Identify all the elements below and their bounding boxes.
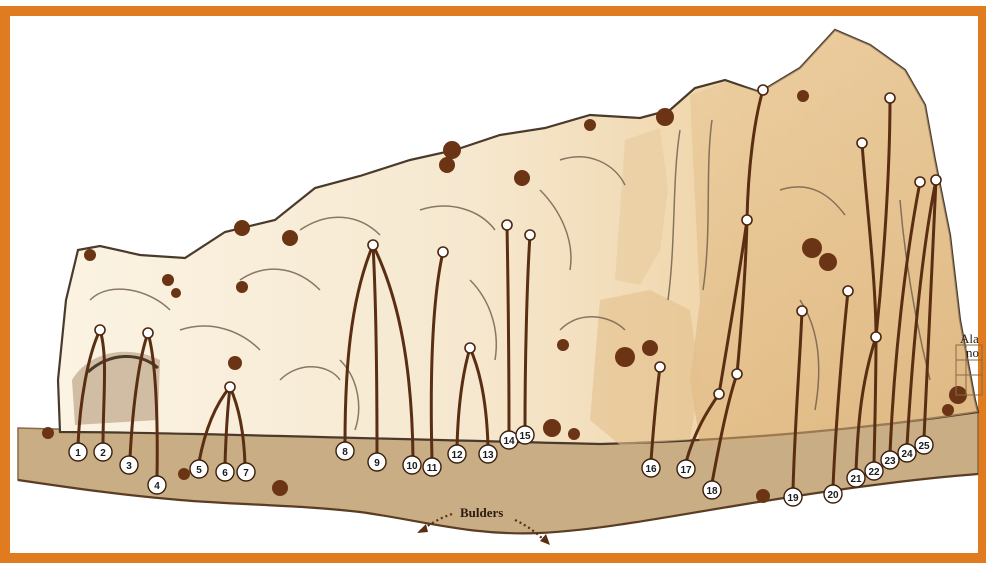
arrow-left-head	[417, 524, 428, 533]
edge-label-line1: Ala	[960, 331, 979, 346]
route-start-14: 14	[500, 431, 518, 449]
anchor-17-mid	[714, 389, 724, 399]
anchor-16	[655, 362, 665, 372]
svg-text:18: 18	[706, 486, 718, 497]
route-start-20: 20	[824, 485, 842, 503]
anchor-8-10	[368, 240, 378, 250]
anchor-3-4	[143, 328, 153, 338]
svg-text:19: 19	[787, 493, 799, 504]
svg-text:20: 20	[827, 490, 839, 501]
anchor-20	[843, 286, 853, 296]
anchor-24-25	[931, 175, 941, 185]
route-start-9: 9	[368, 453, 386, 471]
anchor-12-13	[465, 343, 475, 353]
route-start-24: 24	[898, 444, 916, 462]
svg-text:22: 22	[868, 467, 880, 478]
svg-text:15: 15	[519, 431, 531, 442]
svg-text:13: 13	[482, 450, 494, 461]
anchor-11	[438, 247, 448, 257]
route-start-10: 10	[403, 456, 421, 474]
route-start-16: 16	[642, 459, 660, 477]
anchor-23	[915, 177, 925, 187]
anchor-1-2	[95, 325, 105, 335]
svg-text:21: 21	[850, 474, 862, 485]
route-start-7: 7	[237, 463, 255, 481]
route-start-13: 13	[479, 445, 497, 463]
anchor-19	[797, 306, 807, 316]
svg-text:16: 16	[645, 464, 657, 475]
route-start-15: 15	[516, 426, 534, 444]
route-start-12: 12	[448, 445, 466, 463]
svg-text:2: 2	[100, 448, 106, 459]
svg-text:1: 1	[75, 448, 81, 459]
anchor-5-7	[225, 382, 235, 392]
svg-text:9: 9	[374, 458, 380, 469]
svg-text:4: 4	[154, 481, 160, 492]
route-start-3: 3	[120, 456, 138, 474]
svg-text:11: 11	[427, 463, 438, 474]
svg-text:24: 24	[901, 449, 913, 460]
anchor-17-18	[742, 215, 752, 225]
route-start-21: 21	[847, 469, 865, 487]
route-start-8: 8	[336, 442, 354, 460]
svg-text:3: 3	[126, 461, 132, 472]
svg-text:23: 23	[884, 456, 896, 467]
route-start-1: 1	[69, 443, 87, 461]
boulders-label: Bulders	[460, 505, 503, 520]
route-start-4: 4	[148, 476, 166, 494]
svg-text:14: 14	[503, 436, 515, 447]
route-start-18: 18	[703, 481, 721, 499]
svg-text:6: 6	[222, 468, 228, 479]
route-start-23: 23	[881, 451, 899, 469]
route-start-5: 5	[190, 460, 208, 478]
svg-text:5: 5	[196, 465, 202, 476]
arrow-right-head	[540, 534, 550, 545]
route-start-2: 2	[94, 443, 112, 461]
anchor-18-mid	[732, 369, 742, 379]
svg-text:8: 8	[342, 447, 348, 458]
anchor-22-top	[885, 93, 895, 103]
anchor-21-22	[871, 332, 881, 342]
route-start-6: 6	[216, 463, 234, 481]
svg-text:7: 7	[243, 468, 249, 479]
svg-text:17: 17	[680, 465, 692, 476]
anchor-15	[525, 230, 535, 240]
anchor-22-left	[857, 138, 867, 148]
route-start-17: 17	[677, 460, 695, 478]
route-start-25: 25	[915, 436, 933, 454]
svg-text:12: 12	[451, 450, 463, 461]
svg-text:25: 25	[918, 441, 930, 452]
lower-block-shading	[590, 290, 700, 445]
route-start-19: 19	[784, 488, 802, 506]
svg-text:10: 10	[406, 461, 418, 472]
anchor-top-17	[758, 85, 768, 95]
edge-label-line2: no	[966, 345, 979, 360]
anchor-14	[502, 220, 512, 230]
route-start-11: 11	[423, 458, 441, 476]
route-start-22: 22	[865, 462, 883, 480]
